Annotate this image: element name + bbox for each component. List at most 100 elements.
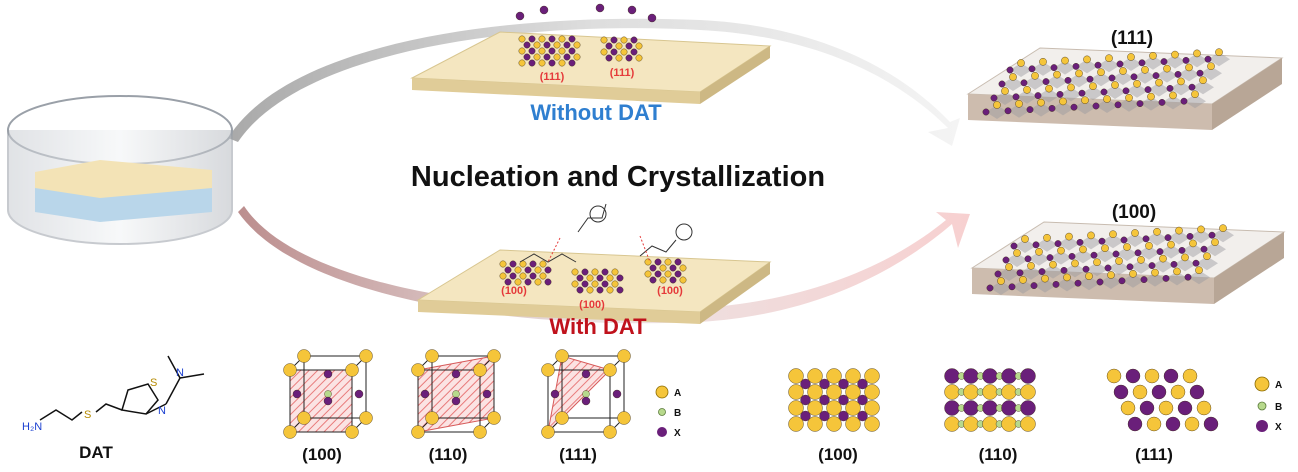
crystal-atom xyxy=(659,264,667,272)
legend-plane-a-marker xyxy=(1254,376,1270,392)
plane-atom-x xyxy=(819,378,830,390)
lattice-cell xyxy=(1036,237,1058,252)
lattice-cell xyxy=(1056,277,1078,292)
lattice-cell xyxy=(1196,256,1218,271)
plane-atom xyxy=(1182,368,1198,384)
atom-label-nh2: H₂N xyxy=(22,421,42,433)
crystal-atom xyxy=(615,42,623,50)
crystal-atom xyxy=(528,47,536,55)
plane-atom xyxy=(1125,368,1141,384)
lattice-cell xyxy=(1042,264,1064,279)
lattice-atom-x xyxy=(1158,99,1166,106)
plane-atom-x xyxy=(800,394,811,406)
lattice-atom-x xyxy=(1142,235,1150,243)
crystal-atom xyxy=(601,268,609,276)
crystal-clusters-without-dat xyxy=(515,3,657,67)
lattice-atom-a xyxy=(1057,246,1065,255)
lattice-atom-a xyxy=(1189,239,1197,248)
lattice-atom-x xyxy=(1060,266,1068,274)
lattice-cell xyxy=(1068,73,1090,88)
legend-plane-x-marker xyxy=(1256,420,1268,432)
free-ion xyxy=(539,5,549,15)
lattice-atom-x xyxy=(1122,87,1130,95)
facet-tag-with-2: (100) xyxy=(579,299,605,311)
cluster-100-right xyxy=(644,258,687,284)
crystal-atom xyxy=(635,42,643,50)
lattice-atom-x xyxy=(1076,238,1084,246)
cell-atom-a xyxy=(603,425,617,439)
lattice-atom-a xyxy=(1155,78,1163,87)
plane-arrangement-111 xyxy=(1106,368,1219,432)
crystal-atom xyxy=(591,280,599,288)
lattice-cell xyxy=(1050,250,1072,265)
plane-atom xyxy=(1184,416,1200,432)
free-ion xyxy=(515,11,525,21)
crystal-atom xyxy=(514,266,522,274)
lattice-atom-a xyxy=(1215,48,1223,57)
lattice-atom-x xyxy=(1130,73,1138,81)
dat-molecules-adsorbed xyxy=(519,203,693,263)
result-label-111: (111) xyxy=(1111,28,1153,49)
atom-label-s-chain: S xyxy=(84,409,91,421)
crystal-atom xyxy=(576,286,584,294)
lattice-atom-a xyxy=(1085,272,1093,281)
lattice-cell xyxy=(1144,272,1166,287)
plane-atom xyxy=(982,400,998,416)
legend-planes: A B X xyxy=(1254,376,1282,433)
unit-cell-row xyxy=(283,349,631,439)
crystal-atom xyxy=(524,266,532,274)
crystal-atom xyxy=(606,286,614,294)
crystal-atom xyxy=(529,260,537,268)
lattice-atom-x xyxy=(1094,61,1102,69)
lattice-atom-x xyxy=(1114,101,1122,109)
cell-atom-x xyxy=(581,396,591,406)
lattice-atom-x xyxy=(1010,242,1018,250)
lattice-atom-a xyxy=(1089,82,1097,90)
lattice-cell xyxy=(1094,248,1116,263)
lattice-atom-x xyxy=(1068,252,1076,260)
lattice-atom-x xyxy=(1196,69,1204,77)
lattice-atom-x xyxy=(1140,276,1148,283)
crystal-atom xyxy=(635,54,643,62)
lattice-atom-a xyxy=(1017,59,1025,67)
lattice-cell xyxy=(1200,66,1222,81)
plane-atom-x xyxy=(857,378,868,390)
plane-atom xyxy=(1001,384,1017,400)
crystal-atom xyxy=(654,270,662,278)
plane-atom xyxy=(1151,384,1167,400)
crystal-atom xyxy=(644,258,652,266)
plane-atom xyxy=(1001,368,1017,384)
crystal-atom xyxy=(499,260,507,268)
lattice-cell xyxy=(1016,89,1038,104)
lattice-atom-x xyxy=(1028,65,1036,73)
lattice-cell xyxy=(1008,103,1030,118)
lattice-atom-a xyxy=(1191,90,1199,98)
legend-b-label: B xyxy=(674,408,681,419)
cell-atom-x xyxy=(482,389,492,399)
cell-atom-x xyxy=(323,396,333,406)
cell-atom-x xyxy=(550,389,560,399)
lattice-atom-a xyxy=(1053,70,1061,79)
atom-label-s-ring: S xyxy=(150,377,157,389)
lattice-cell xyxy=(1184,94,1206,109)
lattice-atom-x xyxy=(1090,251,1098,259)
crystal-atom xyxy=(674,270,682,278)
lattice-atom-a xyxy=(1109,230,1117,238)
crystal-atom xyxy=(659,276,667,284)
lattice-atom-a xyxy=(1203,252,1211,261)
lattice-atom-a xyxy=(1167,240,1175,249)
unit-cell-label-111: (111) xyxy=(559,445,597,464)
lattice-cell xyxy=(1058,236,1080,251)
lattice-atom-x xyxy=(1092,102,1100,110)
lattice-atom-a xyxy=(1107,271,1115,279)
lattice-atom-x xyxy=(1096,278,1104,286)
lattice-atom-x xyxy=(1052,280,1060,288)
crystal-atom xyxy=(605,42,613,50)
lattice-atom-x xyxy=(1116,60,1124,68)
lattice-atom-a xyxy=(1027,261,1035,270)
lattice-atom-a xyxy=(1149,52,1157,60)
crystal-atom xyxy=(610,48,618,56)
plane-atom-x xyxy=(800,378,811,390)
plane-atom-x xyxy=(819,410,830,422)
